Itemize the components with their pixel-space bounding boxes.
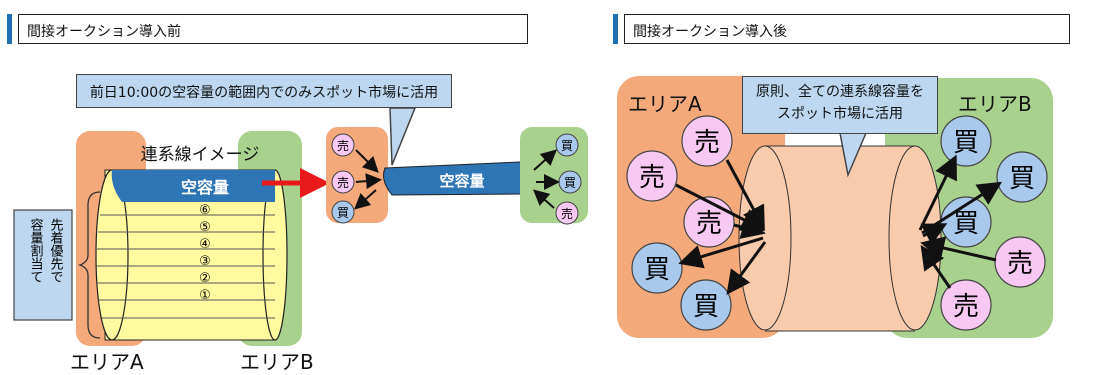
spot-left-node-3: 買 (337, 206, 349, 220)
priority-label-col2: 容量割当て (28, 217, 44, 283)
stack-number-2: ② (199, 271, 211, 286)
flow-arrow (733, 215, 766, 239)
interconnector-label: 連系線イメージ (141, 145, 260, 165)
flow-arrow (354, 189, 377, 210)
area-b-node-1: 買 (940, 115, 992, 167)
seller-node (331, 133, 355, 157)
priority-label-col1: 先着優先で (48, 218, 64, 283)
priority-bracket (78, 191, 101, 339)
left-panel-header: 間接オークション導入前 (7, 14, 528, 44)
left-callout-text: 前日10:00の空容量の範囲内でのみスポット市場に活用 (89, 85, 439, 101)
node-label: 売 (694, 128, 720, 158)
free-capacity-band (111, 170, 275, 202)
spot-right-node-3: 売 (561, 206, 573, 221)
priority-label-box (13, 209, 73, 321)
area-a-node-2: 売 (626, 150, 678, 202)
right-panel-header: 間接オークション導入後 (613, 14, 1070, 44)
flow-arrow (678, 236, 764, 269)
area-a-node-3: 売 (683, 196, 735, 248)
buyer-node (555, 133, 579, 157)
area-a-node-5: 買 (680, 279, 732, 331)
left-area-b-label: エリアB (240, 350, 314, 374)
right-callout-line2: スポット市場に活用 (777, 106, 903, 122)
free-capacity-label: 空容量 (181, 178, 229, 197)
right-callout: 原則、全ての連系線容量を スポット市場に活用 (742, 76, 938, 134)
left-panel-title: 間接オークション導入前 (27, 24, 181, 40)
node-label: 買 (953, 128, 979, 158)
spot-pipe-label: 空容量 (439, 172, 484, 190)
stack-number-5: ⑤ (199, 220, 211, 235)
flow-arrow (726, 241, 767, 295)
flow-arrow (355, 173, 382, 190)
node-label: 売 (639, 163, 665, 193)
header-accent-bar (7, 14, 12, 44)
right-area-a-label: エリアA (628, 92, 702, 116)
flow-arrow (920, 245, 952, 289)
area-b-node-2: 買 (996, 151, 1048, 203)
left-callout: 前日10:00の空容量の範囲内でのみスポット市場に活用 (76, 74, 452, 108)
cylinder-right-end (888, 145, 942, 331)
stack-number-6: ⑥ (199, 203, 211, 218)
spot-right-node-1: 買 (561, 139, 573, 153)
right-area-b-label: エリアB (958, 92, 1032, 116)
node-label: 買 (693, 292, 719, 322)
area-a-node-4: 買 (631, 242, 683, 294)
node-label: 売 (953, 292, 979, 322)
node-label: 買 (1009, 164, 1035, 194)
node-label: 買 (644, 255, 670, 285)
cylinder-left-end (738, 145, 792, 331)
node-label: 売 (1007, 249, 1033, 279)
spot-left-node-2: 売 (337, 175, 349, 190)
spot-left-node-1: 売 (337, 138, 349, 153)
left-callout-pointer (389, 107, 417, 166)
flow-arrow (355, 149, 379, 173)
node-label: 売 (696, 209, 722, 239)
stack-number-4: ④ (199, 237, 211, 252)
left-area-a-label: エリアA (70, 350, 144, 374)
stack-number-1: ① (199, 288, 211, 303)
spot-right-node-2: 買 (564, 176, 576, 190)
header-accent-bar (613, 14, 618, 44)
right-panel-title: 間接オークション導入後 (633, 24, 787, 40)
buyer-node (331, 200, 355, 224)
flow-arrow (920, 223, 948, 246)
seller-node (331, 170, 355, 194)
flow-arrow (918, 154, 957, 231)
area-b-node-5: 売 (940, 279, 992, 331)
seller-node (555, 201, 579, 225)
area-b-node-4: 売 (994, 236, 1046, 288)
flow-arrow (533, 189, 555, 209)
area-a-node-1: 売 (681, 115, 733, 167)
flow-arrow (533, 149, 557, 171)
stack-number-3: ③ (199, 254, 211, 269)
right-callout-line1: 原則、全ての連系線容量を (756, 84, 924, 100)
node-label: 買 (953, 209, 979, 239)
area-b-node-3: 買 (940, 196, 992, 248)
